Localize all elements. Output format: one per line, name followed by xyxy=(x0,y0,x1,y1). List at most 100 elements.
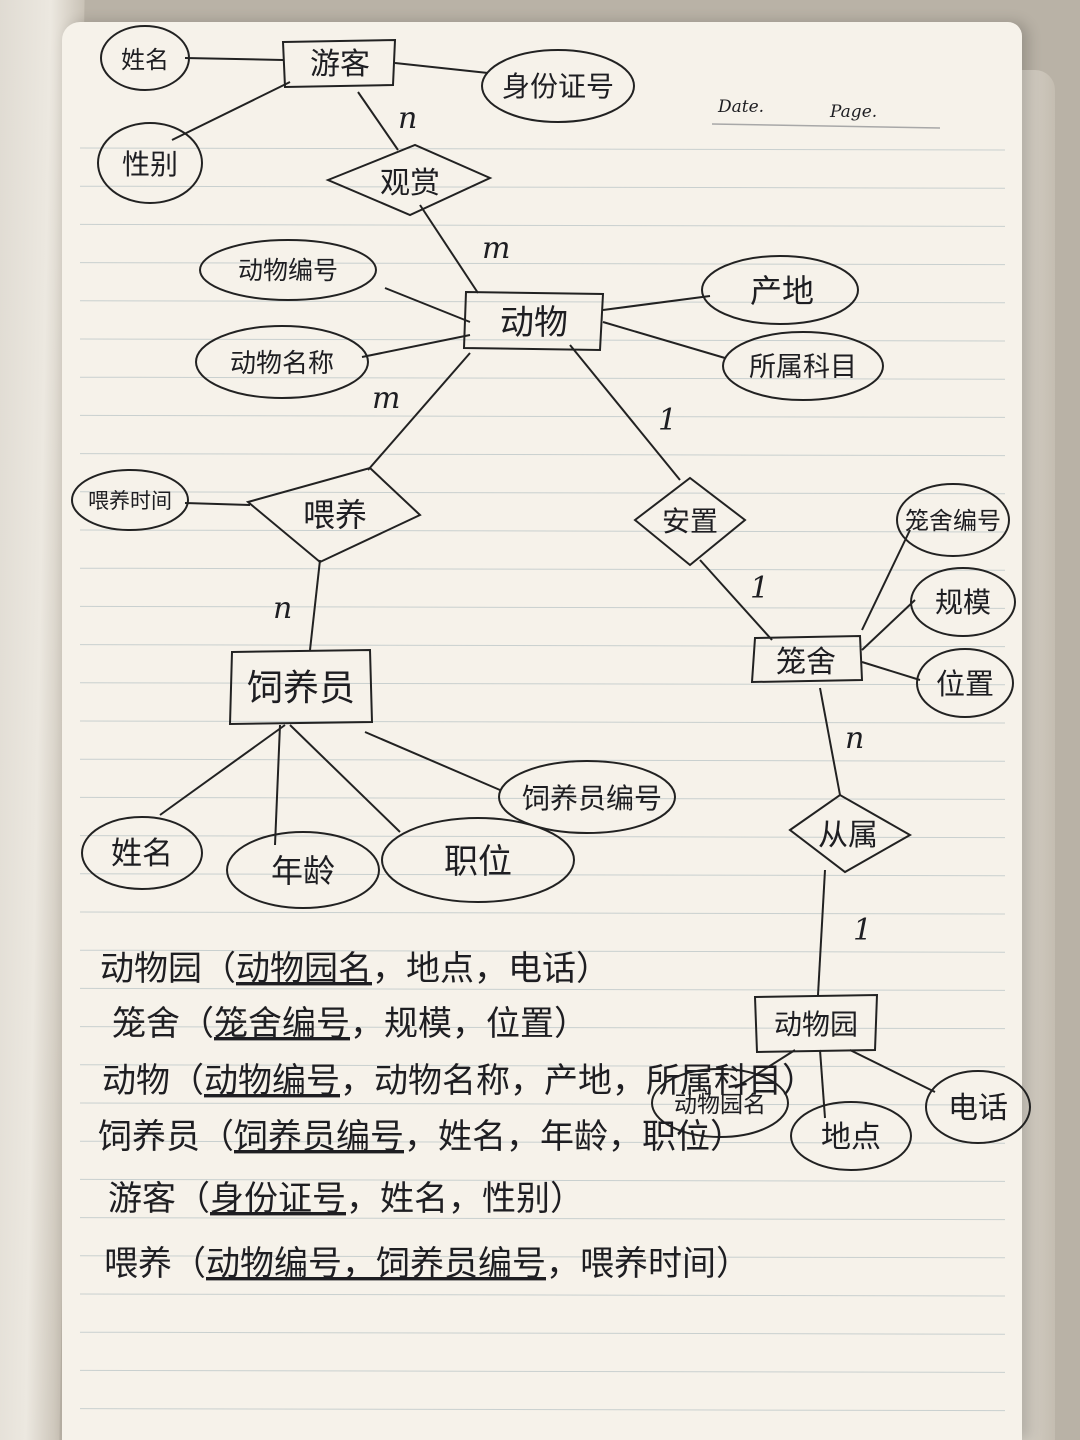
ruled-line xyxy=(79,1102,1006,1106)
relationship-watch: 观赏 xyxy=(380,166,440,201)
ruled-line xyxy=(79,987,1006,991)
attr-animal-name-ellipse xyxy=(195,325,369,399)
ruled-line xyxy=(79,682,1006,686)
schema-zoo: 动物园（动物园名，地点，电话） xyxy=(100,949,610,989)
attr-animal-no-ellipse xyxy=(199,239,377,301)
cardinality-visitor-watch: n xyxy=(398,101,417,136)
cardinality-animal-place: 1 xyxy=(658,403,677,438)
attr-animal-family-ellipse xyxy=(722,331,884,401)
ruled-line xyxy=(79,491,1006,495)
attr-cage-scale-ellipse xyxy=(910,567,1016,637)
ruled-line xyxy=(79,185,1006,189)
ruled-line xyxy=(79,567,1006,571)
date-label: Date. xyxy=(717,97,764,117)
attr-animal-name: 动物名称 xyxy=(230,349,334,379)
ruled-line xyxy=(79,605,1006,609)
schema-keeper: 饲养员（饲养员编号，姓名，年龄，职位） xyxy=(98,1117,744,1157)
ruled-line xyxy=(79,1255,1006,1259)
relationship-place-diamond xyxy=(633,476,747,567)
ruled-line xyxy=(79,949,1006,953)
relationship-place: 安置 xyxy=(662,505,718,538)
relationship-watch-diamond xyxy=(325,143,493,217)
entity-animal-box xyxy=(462,290,605,352)
ruled-line xyxy=(79,720,1006,724)
attr-keeper-age-ellipse xyxy=(226,831,380,909)
cardinality-place-cage: 1 xyxy=(750,571,769,606)
entity-keeper-box xyxy=(228,648,374,726)
ruled-line xyxy=(79,1217,1006,1221)
schema-animal: 动物（动物编号，动物名称，产地，所属科目） xyxy=(102,1061,816,1101)
attr-keeper-no-ellipse xyxy=(498,760,676,834)
attr-keeper-position: 职位 xyxy=(444,842,512,882)
ruled-line xyxy=(79,1293,1006,1297)
attr-animal-origin-ellipse xyxy=(701,255,859,325)
attr-feed-time: 喂养时间 xyxy=(88,489,172,513)
ruled-line xyxy=(79,1369,1006,1373)
attr-animal-origin: 产地 xyxy=(750,272,814,310)
ruled-line xyxy=(79,376,1006,380)
attr-visitor-id: 身份证号 xyxy=(502,70,614,103)
attr-animal-family: 所属科目 xyxy=(749,352,857,383)
attr-cage-no: 笼舍编号 xyxy=(905,507,1001,535)
ruled-line xyxy=(79,147,1006,151)
ruled-line xyxy=(79,338,1006,342)
ruled-line xyxy=(79,644,1006,648)
cardinality-feed-keeper: n xyxy=(273,591,292,626)
attr-keeper-age: 年龄 xyxy=(271,852,335,890)
attr-cage-no-ellipse xyxy=(896,483,1010,557)
ruled-line xyxy=(79,414,1006,418)
cardinality-watch-animal: m xyxy=(482,231,510,266)
attr-feed-time-ellipse xyxy=(71,469,189,531)
ruled-line xyxy=(79,1331,1006,1335)
ruled-line xyxy=(79,1178,1006,1182)
entity-keeper: 饲养员 xyxy=(247,668,355,709)
attr-zoo-address-ellipse xyxy=(790,1101,912,1171)
attr-zoo-address: 地点 xyxy=(821,1120,881,1155)
ruled-line xyxy=(79,223,1006,227)
ruled-line xyxy=(79,1026,1006,1030)
attr-animal-no: 动物编号 xyxy=(238,256,338,285)
attr-cage-location: 位置 xyxy=(936,667,994,701)
entity-cage-box xyxy=(750,634,864,684)
attr-keeper-no: 饲养员编号 xyxy=(522,782,662,815)
ruled-line xyxy=(79,1064,1006,1068)
entity-visitor: 游客 xyxy=(310,47,370,82)
connector-lines xyxy=(159,57,936,1119)
attr-keeper-position-ellipse xyxy=(381,817,575,903)
cardinality-animal-feed: m xyxy=(372,381,400,416)
schema-cage: 笼舍（笼舍编号，规模，位置） xyxy=(112,1004,588,1044)
ruled-line xyxy=(79,758,1006,762)
attr-keeper-name-ellipse xyxy=(81,816,203,890)
attr-zoo-name: 动物园名 xyxy=(674,1092,766,1118)
ruled-line xyxy=(79,453,1006,457)
ruled-line xyxy=(79,796,1006,800)
ruled-line xyxy=(79,1408,1006,1412)
header-rule xyxy=(711,123,941,129)
ruled-line xyxy=(79,529,1006,533)
relationship-belong-diamond xyxy=(788,793,913,874)
ruled-line xyxy=(79,873,1006,877)
notebook-page xyxy=(62,22,1022,1440)
page-label: Page. xyxy=(829,102,877,122)
attr-visitor-gender: 性别 xyxy=(122,148,178,181)
cardinality-belong-zoo: 1 xyxy=(853,913,872,948)
attr-cage-scale: 规模 xyxy=(935,586,991,619)
relationship-feed-diamond xyxy=(245,466,422,564)
attr-zoo-phone: 电话 xyxy=(948,1091,1008,1126)
ruled-line xyxy=(79,1140,1006,1144)
schema-feed: 喂养（动物编号，饲养员编号，喂养时间） xyxy=(104,1244,750,1284)
entity-zoo-box xyxy=(753,993,879,1054)
attr-visitor-name: 姓名 xyxy=(121,46,169,74)
entity-zoo: 动物园 xyxy=(774,1008,858,1041)
cardinality-cage-belong: n xyxy=(845,721,864,756)
attr-cage-location-ellipse xyxy=(916,648,1014,718)
ruled-line xyxy=(79,262,1006,266)
schema-visitor: 游客（身份证号，姓名，性别） xyxy=(108,1179,584,1219)
entity-cage: 笼舍 xyxy=(776,645,836,680)
ruled-line xyxy=(79,300,1006,304)
ruled-line xyxy=(79,911,1006,915)
entity-visitor-box xyxy=(281,38,397,89)
attr-zoo-name-ellipse xyxy=(651,1068,789,1138)
relationship-belong: 从属 xyxy=(818,818,878,853)
